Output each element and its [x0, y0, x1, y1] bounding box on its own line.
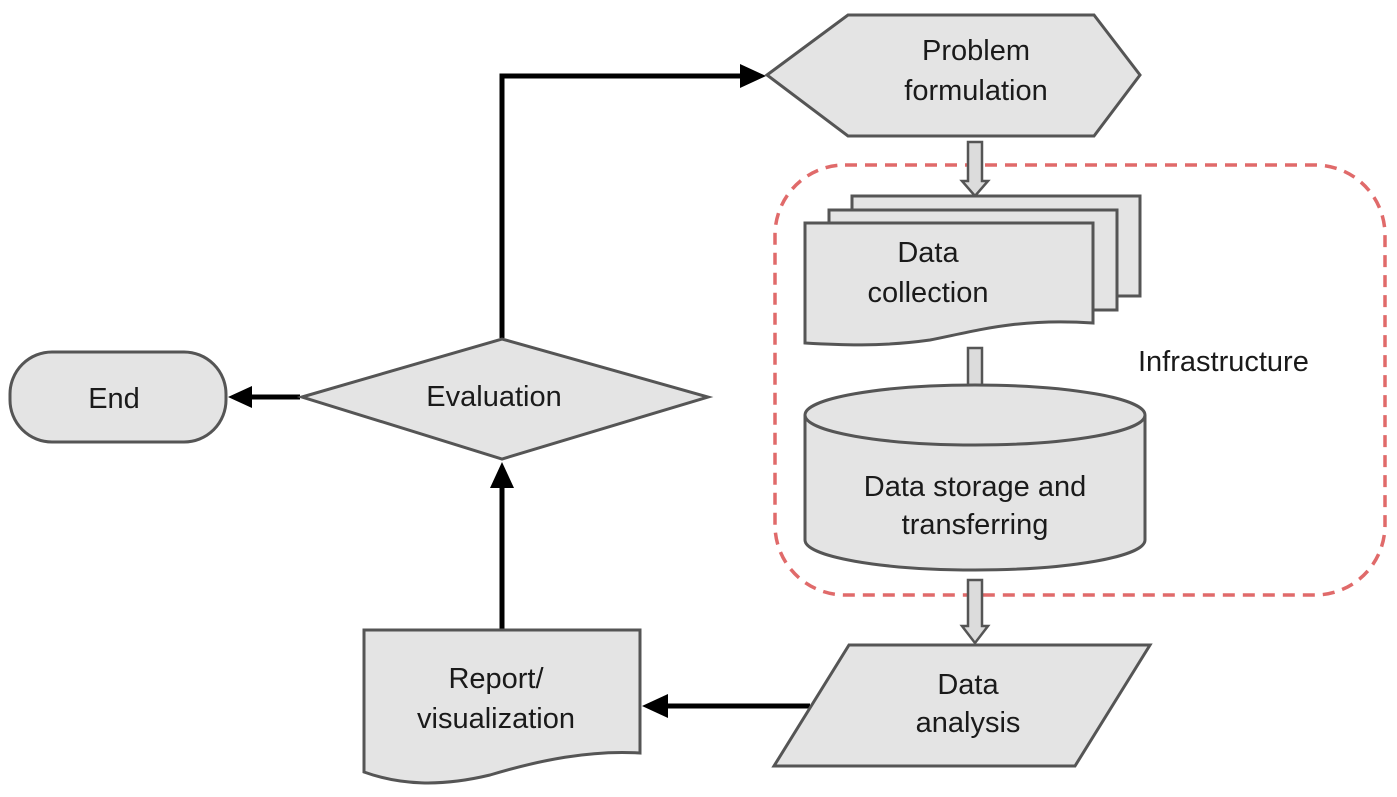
hollow-arrow-problem-to-collection: [959, 140, 991, 198]
node-end[interactable]: End: [8, 350, 228, 444]
edge-report-to-evaluation: [490, 462, 514, 629]
node-label-line1: Problem: [922, 35, 1030, 67]
node-problem-formulation[interactable]: Problem formulation: [764, 13, 1142, 138]
arrowhead-icon: [490, 462, 514, 488]
cylinder-body-shape: [803, 415, 1147, 572]
connector-line: [499, 73, 744, 338]
cylinder-top-shape: [803, 383, 1147, 447]
node-label-line2: analysis: [916, 707, 1021, 739]
node-label-line2: visualization: [417, 703, 575, 735]
edge-data-analysis-to-report: [642, 694, 810, 718]
node-evaluation[interactable]: Evaluation: [296, 337, 714, 461]
edge-evaluation-to-end: [228, 386, 300, 408]
node-label-line2: formulation: [904, 75, 1047, 107]
node-report-visualization[interactable]: Report/ visualization: [362, 628, 642, 785]
document-shape: [362, 628, 642, 785]
node-label: End: [88, 383, 140, 415]
terminator-shape: [8, 350, 228, 444]
node-data-analysis[interactable]: Data analysis: [771, 643, 1153, 768]
node-label-line1: Data: [937, 669, 999, 701]
arrowhead-icon: [740, 64, 766, 88]
node-label: Evaluation: [426, 381, 561, 413]
parallelogram-shape: [771, 643, 1153, 768]
hexagon-shape: [764, 13, 1142, 138]
infrastructure-label: Infrastructure: [1138, 346, 1309, 378]
diamond-shape: [296, 337, 714, 461]
node-data-storage[interactable]: Data storage and transferring: [803, 383, 1147, 572]
arrowhead-icon: [642, 694, 668, 718]
node-label-line2: collection: [868, 277, 989, 309]
infrastructure-group-border: [773, 163, 1387, 597]
infrastructure-group: Infrastructure: [773, 163, 1387, 597]
hollow-arrow-storage-to-analysis: [959, 578, 991, 646]
node-data-collection[interactable]: Data collection: [803, 194, 1142, 347]
edge-evaluation-to-problem-formulation: [499, 64, 766, 338]
document-front-shape: [803, 221, 1095, 347]
node-label-line2: transferring: [902, 509, 1049, 541]
arrowhead-icon: [228, 386, 252, 408]
node-label-line1: Data: [897, 237, 959, 269]
node-label-line1: Report/: [448, 663, 544, 695]
node-label-line1: Data storage and: [864, 471, 1086, 503]
